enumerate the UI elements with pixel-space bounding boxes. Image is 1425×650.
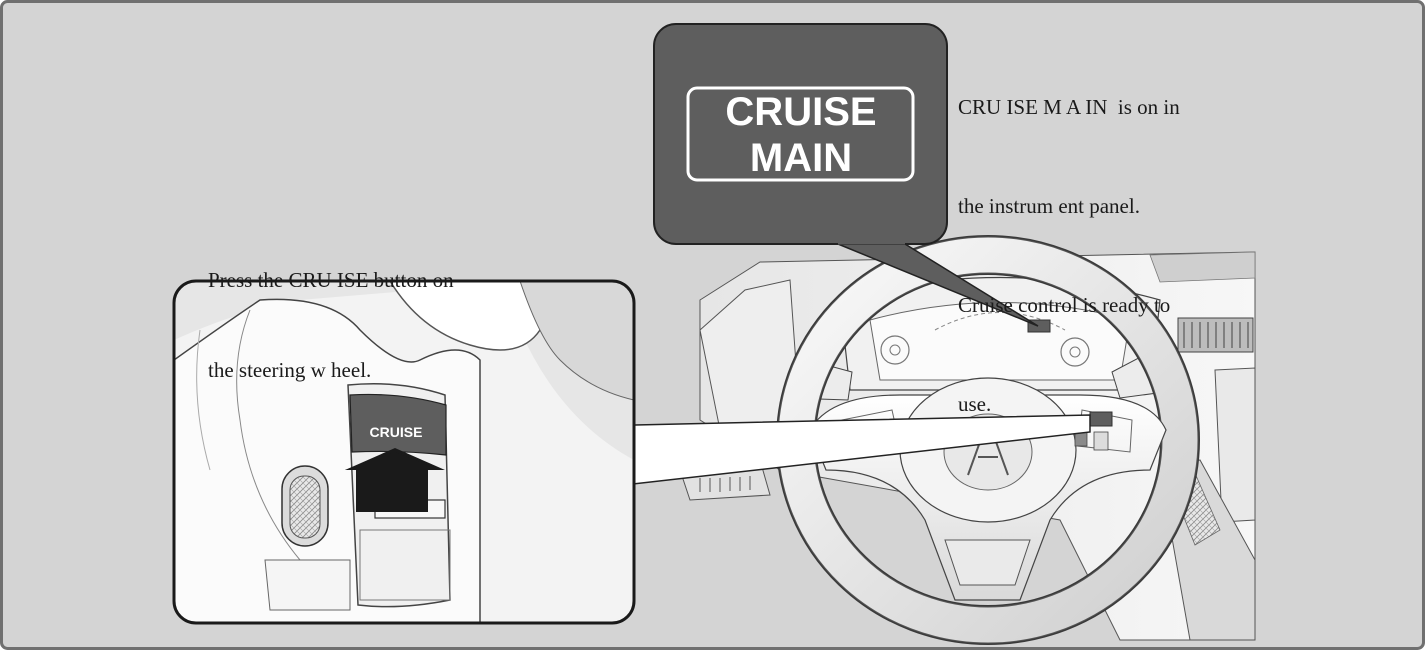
main-caption-line-3: Cruise control is ready to [958, 293, 1171, 317]
detail-inset [172, 279, 636, 625]
main-caption-line-1: CRU ISE M A IN is on in [958, 95, 1180, 119]
cruise-main-indicator [686, 86, 915, 182]
cruise-button-label: CRUISE [369, 424, 423, 440]
indicator-callout [653, 23, 1039, 327]
press-caption-line-1: Press the CRU ISE button on [208, 268, 454, 292]
main-caption-line-2: the instrum ent panel. [958, 194, 1140, 218]
cruise-button [349, 393, 447, 456]
main-caption: CRU ISE M A IN is on in the instrum ent … [958, 25, 1180, 454]
indicator-line-2: MAIN [749, 136, 853, 180]
press-caption: Press the CRU ISE button on the steering… [208, 205, 454, 415]
press-caption-line-2: the steering w heel. [208, 358, 372, 382]
indicator-line-1: CRUISE [725, 90, 877, 134]
up-arrow-icon [345, 448, 445, 512]
main-caption-line-4: use. [958, 392, 992, 416]
